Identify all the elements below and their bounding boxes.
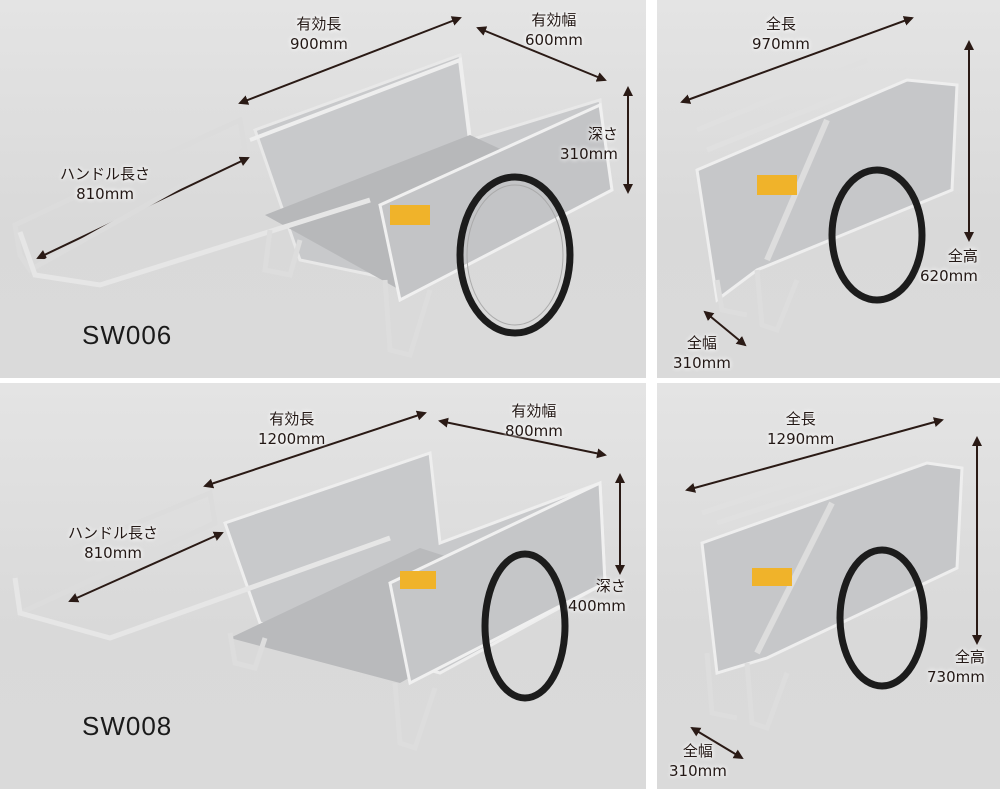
- sw008-cart-illustration: [12, 410, 625, 752]
- sw006-folded-panel: 全長 970mm 全高 620mm 全幅 310mm: [657, 0, 1000, 378]
- overall-width-title: 全幅: [686, 334, 717, 352]
- sw008-open-panel: 有効長 1200mm 有効幅 800mm 深さ 400mm ハンドル長さ 810…: [0, 383, 646, 789]
- depth-title: 深さ: [587, 125, 618, 143]
- overall-width-value: 310mm: [673, 354, 731, 372]
- handle-length-title: ハンドル長さ: [60, 165, 151, 183]
- depth-title: 深さ: [595, 577, 626, 595]
- effective-width-title: 有効幅: [511, 402, 557, 420]
- effective-length-title: 有効長: [296, 15, 342, 33]
- handle-length-title: ハンドル長さ: [68, 524, 159, 542]
- model-name: SW008: [82, 711, 173, 741]
- sw006-open-panel: 有効長 900mm 有効幅 600mm 深さ 310mm ハンドル長さ 810m…: [0, 0, 646, 378]
- depth-value: 400mm: [568, 597, 626, 615]
- effective-width-label: 有効幅 800mm: [505, 401, 563, 441]
- overall-height-title: 全高: [954, 648, 985, 666]
- overall-width-title: 全幅: [682, 742, 713, 760]
- overall-length-title: 全長: [765, 15, 796, 33]
- depth-label: 深さ 400mm: [568, 576, 626, 616]
- model-name: SW006: [82, 320, 173, 350]
- sw006-folded-cart-illustration: [680, 16, 974, 347]
- overall-height-label: 全高 730mm: [927, 647, 985, 687]
- effective-length-title: 有効長: [269, 410, 315, 428]
- overall-width-value: 310mm: [669, 762, 727, 780]
- sw006-cart-illustration: [12, 16, 633, 359]
- overall-width-label: 全幅 310mm: [673, 333, 731, 373]
- effective-width-title: 有効幅: [531, 11, 577, 29]
- handle-length-value: 810mm: [76, 185, 134, 203]
- effective-length-label: 有効長 900mm: [290, 14, 348, 54]
- effective-width-label: 有効幅 600mm: [525, 10, 583, 50]
- depth-label: 深さ 310mm: [560, 124, 618, 164]
- overall-height-title: 全高: [947, 247, 978, 265]
- overall-length-value: 1290mm: [767, 430, 835, 448]
- overall-length-value: 970mm: [752, 35, 810, 53]
- overall-length-label: 全長 970mm: [752, 14, 810, 54]
- effective-width-value: 800mm: [505, 422, 563, 440]
- effective-length-label: 有効長 1200mm: [258, 409, 325, 449]
- overall-height-label: 全高 620mm: [920, 246, 978, 286]
- handle-length-label: ハンドル長さ 810mm: [68, 523, 158, 563]
- sw008-folded-panel: 全長 1290mm 全高 730mm 全幅 310mm: [657, 383, 1000, 789]
- depth-value: 310mm: [560, 145, 618, 163]
- overall-length-title: 全長: [785, 410, 816, 428]
- overall-height-value: 620mm: [920, 267, 978, 285]
- sw008-folded-cart-illustration: [685, 417, 982, 760]
- handle-length-label: ハンドル長さ 810mm: [60, 164, 150, 204]
- effective-length-value: 1200mm: [258, 430, 326, 448]
- effective-width-value: 600mm: [525, 31, 583, 49]
- overall-width-label: 全幅 310mm: [669, 741, 727, 781]
- handle-length-value: 810mm: [84, 544, 142, 562]
- effective-length-value: 900mm: [290, 35, 348, 53]
- overall-length-label: 全長 1290mm: [767, 409, 834, 449]
- overall-height-value: 730mm: [927, 668, 985, 686]
